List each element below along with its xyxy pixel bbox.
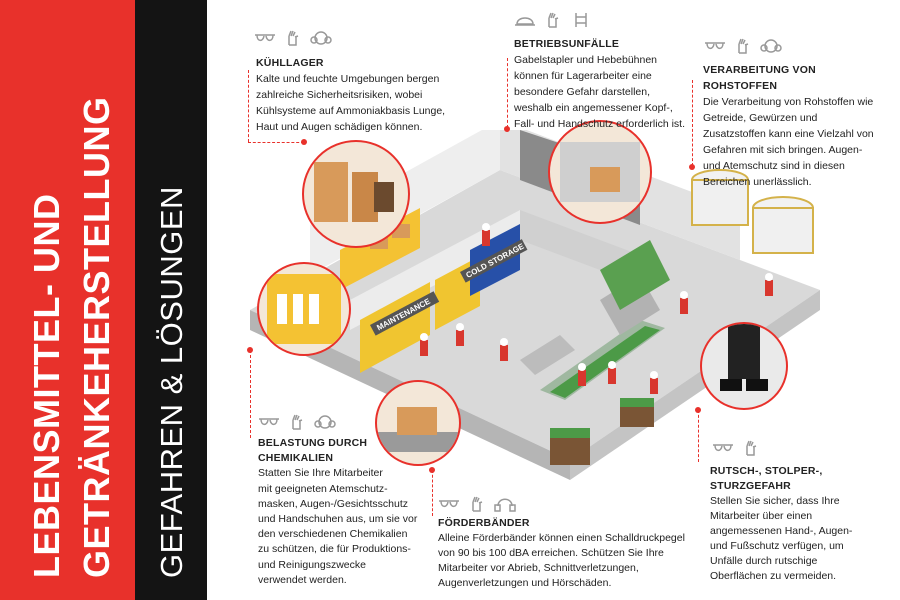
zoom-circle-slip <box>700 322 788 410</box>
kuehllager-title: KÜHLLAGER <box>256 57 324 69</box>
rohstoffe-block: VERARBEITUNG VON ROHSTOFFEN Die Verarbei… <box>703 62 893 190</box>
kuehllager-text-2: zahlreiche Sicherheitsrisiken, wobei <box>256 89 423 101</box>
kuehllager-ppe-icons <box>254 30 332 51</box>
chemikalien-text-3: masken, Augen-/Gesichtsschutz <box>258 497 408 510</box>
rutsch-text-3: angemessenen Hand-, Augen- <box>710 525 853 537</box>
glove-icon <box>542 12 564 33</box>
rohstoffe-text-2: Getreide, Gewürzen und <box>703 112 818 124</box>
chemikalien-text-2: mit geeigneten Atemschutz- <box>258 482 388 495</box>
kuehllager-text-4: Haut und Augen schädigen können. <box>256 121 423 133</box>
rohstoffe-text-5: und Atemschutz sind in diesen <box>703 160 845 172</box>
rutsch-block: RUTSCH-, STOLPER-, STURZGEFAHR Stellen S… <box>710 464 890 584</box>
chemikalien-text-7: und Reinigungszwecke <box>258 558 366 571</box>
foerderbaender-text-1: Alleine Förderbänder können einen Schall… <box>438 532 685 544</box>
respirator-icon <box>760 38 782 59</box>
foerderbaender-ppe-icons <box>438 496 516 517</box>
chemikalien-text-4: und Handschuhen aus, um sie vor <box>258 513 418 526</box>
respirator-icon <box>314 414 336 435</box>
betriebsunfaelle-text-1: Gabelstapler und Hebebühnen <box>514 54 658 66</box>
chemikalien-text-8: verwendet werden. <box>258 573 347 586</box>
kuehllager-text-3: Kühlsysteme auf Ammoniakbasis Lunge, <box>256 105 446 117</box>
chemikalien-block: BELASTUNG DURCH CHEMIKALIEN Statten Sie … <box>258 436 433 588</box>
rutsch-text-2: Mitarbeiter über einen <box>710 510 813 522</box>
betriebsunfaelle-title: BETRIEBSUNFÄLLE <box>514 38 620 50</box>
rutsch-title-1: RUTSCH-, STOLPER-, <box>710 465 823 477</box>
foerderbaender-text-2: von 90 bis 100 dBA erreichen. Schützen S… <box>438 547 664 559</box>
glove-icon <box>732 38 754 59</box>
hard-hat-icon <box>514 12 536 33</box>
chemikalien-text-6: zu schützen, die für Produktions- <box>258 543 411 556</box>
glove-icon <box>282 30 304 51</box>
subtitle-band <box>135 0 207 600</box>
rutsch-text-4: und Fußschutz verfügen, um <box>710 540 844 552</box>
rutsch-ppe-icons <box>712 440 762 461</box>
rutsch-text-6: Oberflächen zu vermeiden. <box>710 570 837 582</box>
zoom-circle-forklift <box>548 120 652 224</box>
safety-glasses-icon <box>712 440 734 461</box>
chemikalien-ppe-icons <box>258 414 336 435</box>
foerderbaender-text-4: Augenverletzungen und Hörschäden. <box>438 577 612 589</box>
foerderbaender-block: FÖRDERBÄNDER Alleine Förderbänder können… <box>438 516 708 591</box>
chemikalien-text-1: Statten Sie Ihre Mitarbeiter <box>258 467 383 480</box>
zoom-circle-conveyor <box>375 380 461 466</box>
kuehllager-text-1: Kalte und feuchte Umgebungen bergen <box>256 73 440 85</box>
glove-icon <box>286 414 308 435</box>
glove-icon <box>740 440 762 461</box>
safety-glasses-icon <box>254 30 276 51</box>
harness-icon <box>570 12 592 33</box>
respirator-icon <box>310 30 332 51</box>
rutsch-text-5: Unfälle durch rutschige <box>710 555 818 567</box>
zoom-circle-chemicals <box>257 262 351 356</box>
betriebsunfaelle-ppe-icons <box>514 12 592 33</box>
foerderbaender-title: FÖRDERBÄNDER <box>438 517 530 529</box>
chemikalien-text-5: den verschiedenen Chemikalien <box>258 528 408 541</box>
chemikalien-title-1: BELASTUNG DURCH <box>258 437 368 449</box>
rohstoffe-ppe-icons <box>704 38 782 59</box>
safety-glasses-icon <box>704 38 726 59</box>
ear-muffs-icon <box>494 496 516 517</box>
betriebsunfaelle-block: BETRIEBSUNFÄLLE Gabelstapler und Hebebüh… <box>514 36 694 132</box>
title-line-2: GETRÄNKEHERSTELLUNG <box>76 96 117 578</box>
betriebsunfaelle-text-2: können für Lagerarbeiter eine <box>514 70 652 82</box>
rutsch-title-2: STURZGEFAHR <box>710 480 791 492</box>
betriebsunfaelle-text-5: Fall- und Handschutz erforderlich ist. <box>514 118 685 130</box>
rutsch-text-1: Stellen Sie sicher, dass Ihre <box>710 495 840 507</box>
title-band <box>0 0 135 600</box>
betriebsunfaelle-text-3: besondere Gefahr darstellen, <box>514 86 651 98</box>
rohstoffe-text-1: Die Verarbeitung von Rohstoffen wie <box>703 96 874 108</box>
subtitle: GEFAHREN & LÖSUNGEN <box>154 186 189 578</box>
glove-icon <box>466 496 488 517</box>
title-line-1: LEBENSMITTEL- UND <box>26 193 67 578</box>
kuehllager-block: KÜHLLAGER Kalte und feuchte Umgebungen b… <box>256 55 456 135</box>
safety-glasses-icon <box>438 496 460 517</box>
rohstoffe-title: VERARBEITUNG VON ROHSTOFFEN <box>703 64 816 92</box>
chemikalien-title-2: CHEMIKALIEN <box>258 452 334 465</box>
betriebsunfaelle-text-4: weshalb ein angemessener Kopf-, <box>514 102 673 114</box>
rohstoffe-text-4: Gefahren mit sich bringen. Augen- <box>703 144 863 156</box>
zoom-circle-cold-storage <box>302 140 410 248</box>
safety-glasses-icon <box>258 414 280 435</box>
rohstoffe-text-3: Zusatzstoffen kann eine Vielzahl von <box>703 128 874 140</box>
rohstoffe-text-6: Bereichen unerlässlich. <box>703 176 812 188</box>
foerderbaender-text-3: Mitarbeiter vor Abrieb, Schnittverletzun… <box>438 562 639 574</box>
